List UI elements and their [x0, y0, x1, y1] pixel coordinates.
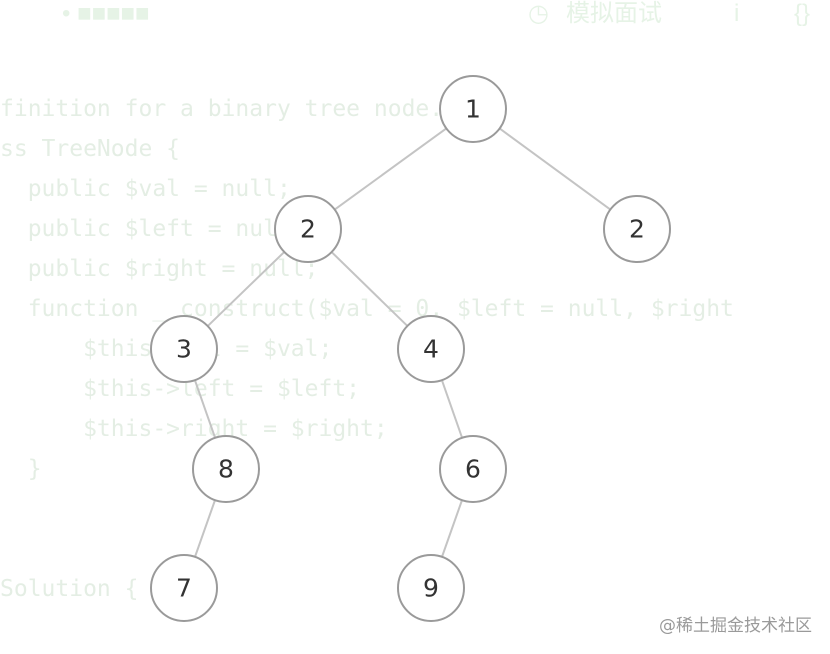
- tree-node: 4: [397, 315, 465, 383]
- tree-edge: [330, 251, 409, 327]
- tree-node: 7: [150, 554, 218, 622]
- clock-icon: ◷: [528, 0, 549, 27]
- tree-node-circle: [397, 315, 465, 383]
- tree-edges: [193, 127, 611, 558]
- tree-node: 3: [150, 315, 218, 383]
- tree-node: 1: [439, 75, 507, 143]
- tree-node-value: 2: [300, 215, 316, 244]
- tree-node-circle: [150, 315, 218, 383]
- tree-node-circle: [397, 554, 465, 622]
- code-line: }: [0, 456, 42, 482]
- tree-node: 2: [603, 195, 671, 263]
- tree-node-circle: [439, 435, 507, 503]
- top-bar-left-text: • ■■■■■: [62, 0, 150, 27]
- tree-node-circle: [150, 554, 218, 622]
- tree-node: 6: [439, 435, 507, 503]
- tree-node: 2: [274, 195, 342, 263]
- tree-nodes: 1 2 2 3 4 8 6 7 9: [150, 75, 671, 622]
- code-line: ss TreeNode {: [0, 136, 181, 162]
- code-line: finition for a binary tree node.: [0, 96, 444, 122]
- tree-node-value: 4: [423, 335, 439, 364]
- code-line: Solution {: [0, 576, 139, 602]
- tree-node: 8: [192, 435, 260, 503]
- tree-node-value: 9: [423, 574, 439, 603]
- tree-node-value: 1: [465, 95, 481, 124]
- tree-node-circle: [274, 195, 342, 263]
- tree-node-value: 8: [218, 455, 234, 484]
- tree-node-value: 7: [176, 574, 192, 603]
- tree-edge: [499, 127, 611, 211]
- editor-top-bar: • ■■■■■ ◷ 模拟面试 i {}: [0, 0, 830, 40]
- info-icon: i: [734, 0, 740, 27]
- tree-edge: [207, 251, 285, 327]
- mock-interview-label: 模拟面试: [566, 0, 662, 27]
- tree-edge: [194, 499, 216, 558]
- tree-node-value: 2: [629, 215, 645, 244]
- tree-node-value: 3: [176, 335, 192, 364]
- tree-edge: [440, 379, 464, 439]
- tree-node: 9: [397, 554, 465, 622]
- watermark: @稀土掘金技术社区: [659, 616, 812, 636]
- tree-node-circle: [192, 435, 260, 503]
- tree-node-circle: [603, 195, 671, 263]
- code-line: public $val = null;: [0, 176, 291, 202]
- tree-edge: [193, 379, 217, 439]
- tree-edge: [334, 127, 447, 211]
- braces-icon: {}: [794, 0, 811, 27]
- tree-node-value: 6: [465, 455, 481, 484]
- tree-node-circle: [439, 75, 507, 143]
- code-line: public $right = null;: [0, 256, 319, 282]
- tree-edge: [441, 499, 463, 558]
- code-line: $this->left = $left;: [0, 376, 361, 402]
